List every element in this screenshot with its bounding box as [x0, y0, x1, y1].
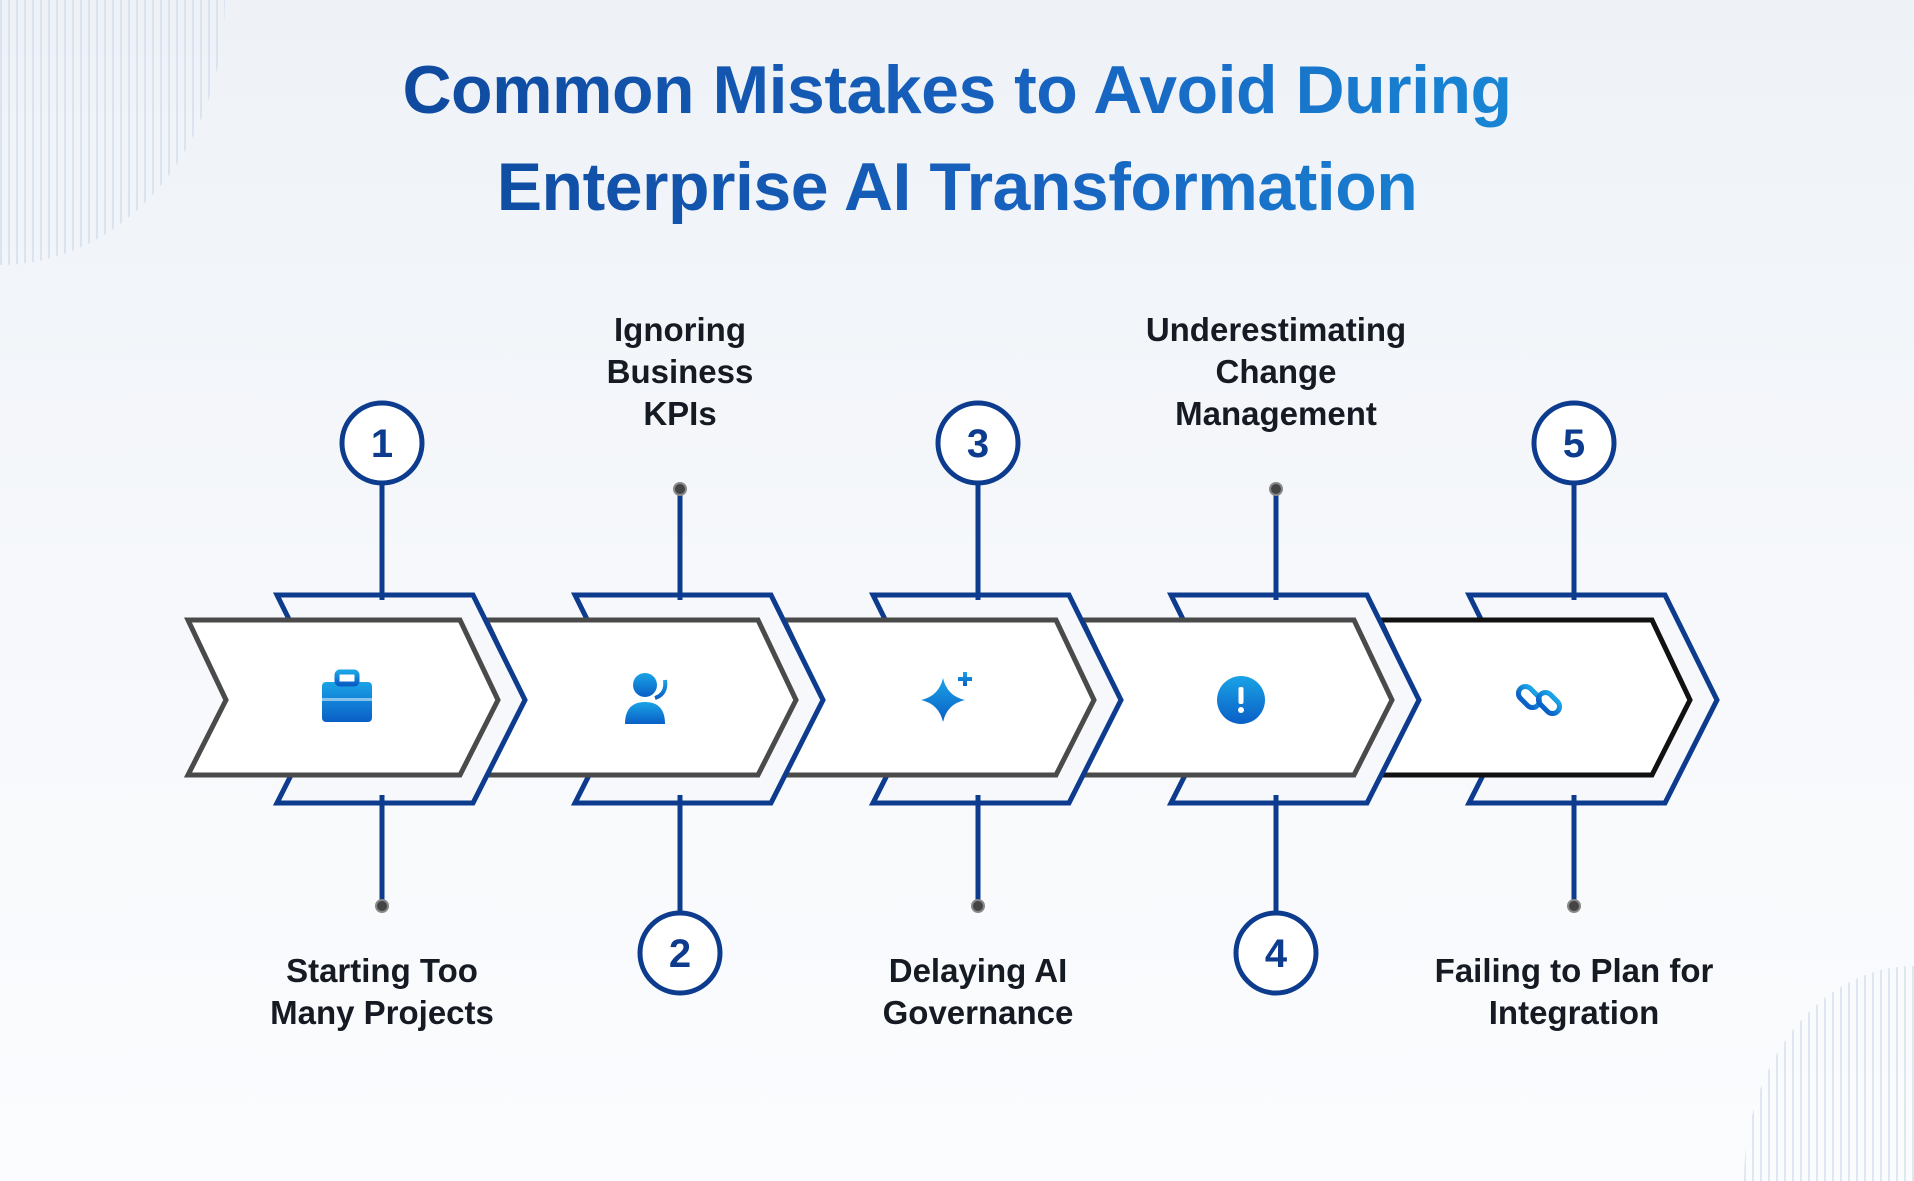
step-2-number-badge: 2	[637, 910, 723, 996]
support-agent-icon	[625, 673, 668, 724]
step-5-number: 5	[1563, 422, 1585, 466]
connector-dot	[1567, 899, 1581, 913]
link-icon	[1515, 683, 1563, 717]
step-1-number-badge: 1	[339, 400, 425, 486]
step-5-number-badge: 5	[1531, 400, 1617, 486]
step-5-connector	[1567, 484, 1581, 913]
step-5-chevron-front	[1375, 617, 1693, 778]
connector-dot	[673, 482, 687, 496]
step-3-chevron	[779, 592, 1124, 806]
step-4-number-badge: 4	[1233, 910, 1319, 996]
briefcase-icon	[322, 669, 372, 722]
title-line-2: Enterprise AI Transformation	[0, 139, 1914, 236]
connector-dot	[1269, 482, 1283, 496]
step-2-chevron	[481, 592, 826, 806]
page-title: Common Mistakes to Avoid During Enterpri…	[0, 42, 1914, 236]
step-4-connector	[1269, 482, 1283, 912]
alert-icon	[1217, 676, 1265, 724]
connector-dot	[971, 899, 985, 913]
sparkle-icon	[921, 672, 972, 722]
step-3-connector	[971, 484, 985, 913]
step-1-number: 1	[371, 422, 393, 466]
step-2-label: Ignoring Business KPIs	[606, 311, 754, 432]
step-5-label: Failing to Plan for Integration	[1434, 952, 1714, 1031]
step-1-chevron	[183, 592, 528, 806]
connector-dot	[375, 899, 389, 913]
step-3-number: 3	[967, 422, 989, 466]
step-2-number: 2	[669, 932, 691, 976]
step-2-connector	[673, 482, 687, 912]
step-4-label: Underestimating Change Management	[1145, 311, 1407, 432]
step-4-number: 4	[1265, 932, 1288, 976]
step-2-chevron-front	[481, 617, 799, 778]
step-3-number-badge: 3	[935, 400, 1021, 486]
step-1-label: Starting Too Many Projects	[270, 952, 494, 1031]
step-3-label: Delaying AI Governance	[882, 952, 1074, 1031]
title-line-1: Common Mistakes to Avoid During	[0, 42, 1914, 139]
step-5-chevron	[1375, 592, 1720, 806]
step-1-connector	[375, 484, 389, 913]
